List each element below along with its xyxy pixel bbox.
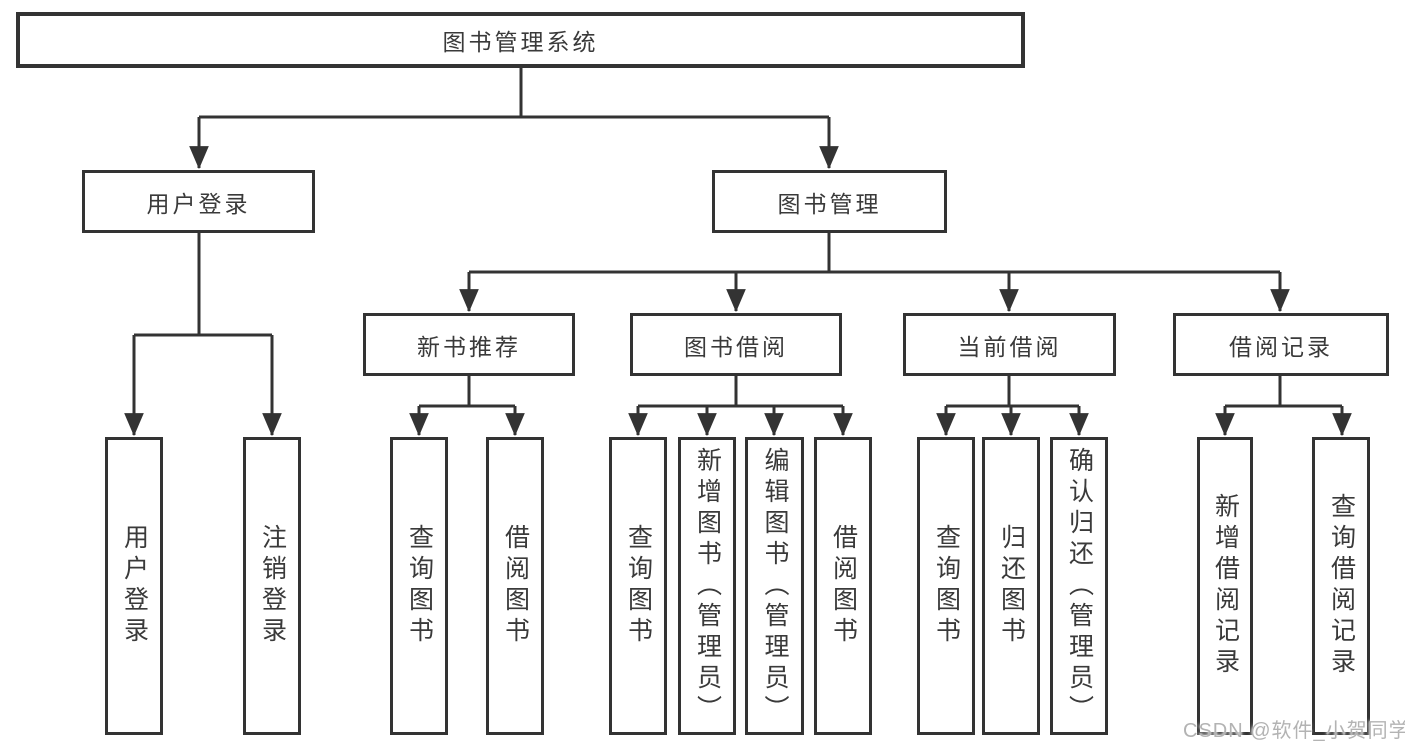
- node-current-borrowing: 当前借阅: [903, 313, 1116, 376]
- node-new-book-recommendation-label: 新书推荐: [417, 333, 521, 360]
- leaf-logout-label: 注销登录: [258, 524, 287, 648]
- leaf-borrow-books-label: 借阅图书: [829, 524, 858, 648]
- leaf-add-books-admin-label: 新增图书（管理员）: [693, 446, 722, 726]
- leaf-user-login-label: 用户登录: [120, 524, 149, 648]
- node-book-management: 图书管理: [712, 170, 947, 233]
- leaf-return-books-label: 归还图书: [997, 524, 1026, 648]
- leaf-query-borrow-record: 查询借阅记录: [1312, 437, 1370, 735]
- node-library-management-system: 图书管理系统: [16, 12, 1025, 68]
- leaf-borrow-query-books: 查询图书: [609, 437, 667, 735]
- leaf-add-borrow-record: 新增借阅记录: [1197, 437, 1253, 735]
- leaf-return-books: 归还图书: [982, 437, 1040, 735]
- leaf-recommend-borrow-books-label: 借阅图书: [501, 524, 530, 648]
- node-new-book-recommendation: 新书推荐: [363, 313, 575, 376]
- node-user-login: 用户登录: [82, 170, 315, 233]
- leaf-recommend-query-books-label: 查询图书: [405, 524, 434, 648]
- leaf-current-query-books: 查询图书: [917, 437, 975, 735]
- leaf-current-query-books-label: 查询图书: [932, 524, 961, 648]
- node-borrowing-records: 借阅记录: [1173, 313, 1389, 376]
- leaf-edit-books-admin: 编辑图书（管理员）: [745, 437, 804, 735]
- node-book-borrowing-label: 图书借阅: [684, 333, 788, 360]
- leaf-logout: 注销登录: [243, 437, 301, 735]
- leaf-recommend-query-books: 查询图书: [390, 437, 448, 735]
- csdn-watermark: CSDN @软件_小贺同学: [1183, 720, 1405, 742]
- leaf-borrow-query-books-label: 查询图书: [624, 524, 653, 648]
- leaf-confirm-return-admin-label: 确认归还（管理员）: [1065, 446, 1094, 726]
- leaf-query-borrow-record-label: 查询借阅记录: [1327, 493, 1356, 679]
- leaf-add-books-admin: 新增图书（管理员）: [678, 437, 736, 735]
- leaf-confirm-return-admin: 确认归还（管理员）: [1050, 437, 1108, 735]
- leaf-user-login: 用户登录: [105, 437, 163, 735]
- leaf-borrow-books: 借阅图书: [814, 437, 872, 735]
- node-borrowing-records-label: 借阅记录: [1229, 333, 1333, 360]
- node-root-label: 图书管理系统: [442, 29, 599, 55]
- leaf-add-borrow-record-label: 新增借阅记录: [1211, 493, 1240, 679]
- node-user-login-label: 用户登录: [146, 190, 251, 217]
- node-book-borrowing: 图书借阅: [630, 313, 842, 376]
- leaf-recommend-borrow-books: 借阅图书: [486, 437, 544, 735]
- node-current-borrowing-label: 当前借阅: [957, 333, 1062, 360]
- node-book-management-label: 图书管理: [777, 190, 882, 217]
- leaf-edit-books-admin-label: 编辑图书（管理员）: [761, 446, 789, 726]
